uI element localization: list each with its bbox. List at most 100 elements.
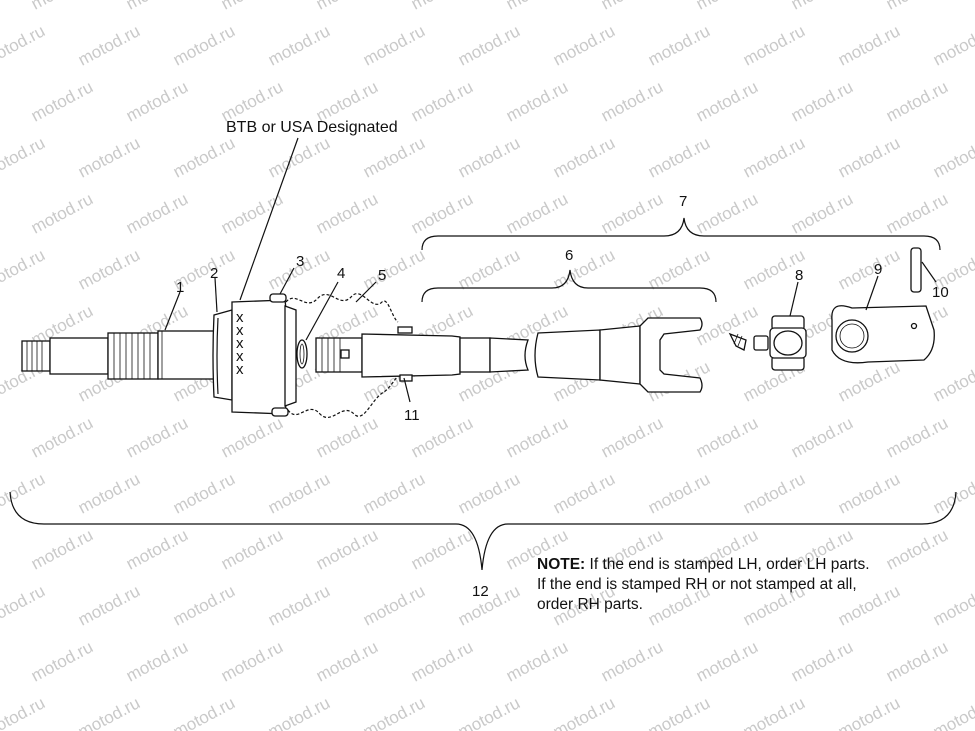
label-2: 2 <box>210 265 218 282</box>
watermark-text: motod.ru <box>218 0 286 14</box>
watermark-text: motod.ru <box>408 525 476 573</box>
note-text: If the end is stamped LH, order LH parts… <box>537 556 870 613</box>
watermark-text: motod.ru <box>123 637 191 685</box>
watermark-text: motod.ru <box>835 245 903 293</box>
watermark-text: motod.ru <box>455 693 523 731</box>
label-9: 9 <box>874 261 882 278</box>
watermark-text: motod.ru <box>0 21 48 69</box>
watermark-text: motod.ru <box>598 189 666 237</box>
watermark-text: motod.ru <box>503 413 571 461</box>
part-3-boot-clamp <box>269 293 289 417</box>
watermark-text: motod.ru <box>550 693 618 731</box>
watermark-text: motod.ru <box>75 693 143 731</box>
watermark-text: motod.ru <box>360 581 428 629</box>
watermark-text: motod.ru <box>0 189 1 237</box>
watermark-text: motod.ru <box>28 413 96 461</box>
label-3: 3 <box>296 253 304 270</box>
watermark-text: motod.ru <box>455 21 523 69</box>
watermark-text: motod.ru <box>835 469 903 517</box>
watermark-text: motod.ru <box>883 637 951 685</box>
watermark-text: motod.ru <box>265 581 333 629</box>
watermark-text: motod.ru <box>503 0 571 14</box>
watermark-text: motod.ru <box>693 77 761 125</box>
watermark-text: motod.ru <box>740 133 808 181</box>
watermark-text: motod.ru <box>598 77 666 125</box>
watermark-text: motod.ru <box>123 525 191 573</box>
watermark-text: motod.ru <box>835 693 903 731</box>
watermark-text: motod.ru <box>0 637 1 685</box>
note-block: NOTE: If the end is stamped LH, order LH… <box>537 555 877 615</box>
label-12: 12 <box>472 583 489 600</box>
watermark-text: motod.ru <box>835 357 903 405</box>
watermark-text: motod.ru <box>28 77 96 125</box>
watermark-text: motod.ru <box>0 581 48 629</box>
watermark-text: motod.ru <box>740 693 808 731</box>
part-8-u-joint <box>728 315 807 371</box>
watermark-text: motod.ru <box>740 469 808 517</box>
watermark-text: motod.ru <box>550 133 618 181</box>
watermark-text: motod.ru <box>883 189 951 237</box>
watermark-text: motod.ru <box>788 189 856 237</box>
watermark-text: motod.ru <box>503 637 571 685</box>
label-10: 10 <box>932 284 949 301</box>
watermark-text: motod.ru <box>645 693 713 731</box>
watermark-text: motod.ru <box>0 469 48 517</box>
label-8: 8 <box>795 267 803 284</box>
stamp-mark: x <box>236 322 244 339</box>
label-4: 4 <box>337 265 345 282</box>
watermark-text: motod.ru <box>265 693 333 731</box>
note-heading: NOTE: <box>537 556 586 573</box>
watermark-text: motod.ru <box>645 245 713 293</box>
part-4-snap-ring <box>296 339 308 369</box>
watermark-text: motod.ru <box>123 413 191 461</box>
watermark-text: motod.ru <box>883 525 951 573</box>
watermark-text: motod.ru <box>883 0 951 14</box>
watermark-text: motod.ru <box>693 301 761 349</box>
part-10-roll-pin <box>910 247 922 293</box>
label-11: 11 <box>404 407 420 424</box>
part-6-yoke-shaft <box>315 317 703 393</box>
watermark-text: motod.ru <box>835 21 903 69</box>
watermark-text: motod.ru <box>170 469 238 517</box>
watermark-text: motod.ru <box>883 77 951 125</box>
watermark-text: motod.ru <box>550 21 618 69</box>
watermark-text: motod.ru <box>75 581 143 629</box>
label-1: 1 <box>176 279 184 296</box>
part-9-flange-yoke <box>831 305 935 364</box>
watermark-text: motod.ru <box>598 637 666 685</box>
watermark-text: motod.ru <box>0 0 1 14</box>
watermark-text: motod.ru <box>598 0 666 14</box>
watermark-text: motod.ru <box>408 189 476 237</box>
watermark-text: motod.ru <box>455 245 523 293</box>
watermark-text: motod.ru <box>503 77 571 125</box>
watermark-text: motod.ru <box>503 189 571 237</box>
watermark-text: motod.ru <box>218 525 286 573</box>
watermark-text: motod.ru <box>170 581 238 629</box>
watermark-text: motod.ru <box>0 693 48 731</box>
watermark-text: motod.ru <box>930 133 975 181</box>
stamp-mark: x <box>236 335 244 352</box>
watermark-text: motod.ru <box>455 133 523 181</box>
watermark-text: motod.ru <box>123 77 191 125</box>
watermark-text: motod.ru <box>360 21 428 69</box>
brace-6 <box>421 269 717 303</box>
watermark-text: motod.ru <box>75 133 143 181</box>
watermark-text: motod.ru <box>75 21 143 69</box>
part-1-stub-shaft <box>21 330 215 380</box>
watermark-text: motod.ru <box>313 525 381 573</box>
watermark-text: motod.ru <box>693 189 761 237</box>
watermark-text: motod.ru <box>75 245 143 293</box>
watermark-text: motod.ru <box>930 21 975 69</box>
stamp-mark: x <box>236 348 244 365</box>
watermark-text: motod.ru <box>123 0 191 14</box>
leader-lines <box>164 137 937 403</box>
watermark-text: motod.ru <box>313 189 381 237</box>
watermark-text: motod.ru <box>313 0 381 14</box>
part-2-cv-housing <box>212 299 297 415</box>
watermark-text: motod.ru <box>788 413 856 461</box>
label-5: 5 <box>378 267 386 284</box>
watermark-text: motod.ru <box>170 693 238 731</box>
watermark-text: motod.ru <box>170 21 238 69</box>
watermark-text: motod.ru <box>835 133 903 181</box>
